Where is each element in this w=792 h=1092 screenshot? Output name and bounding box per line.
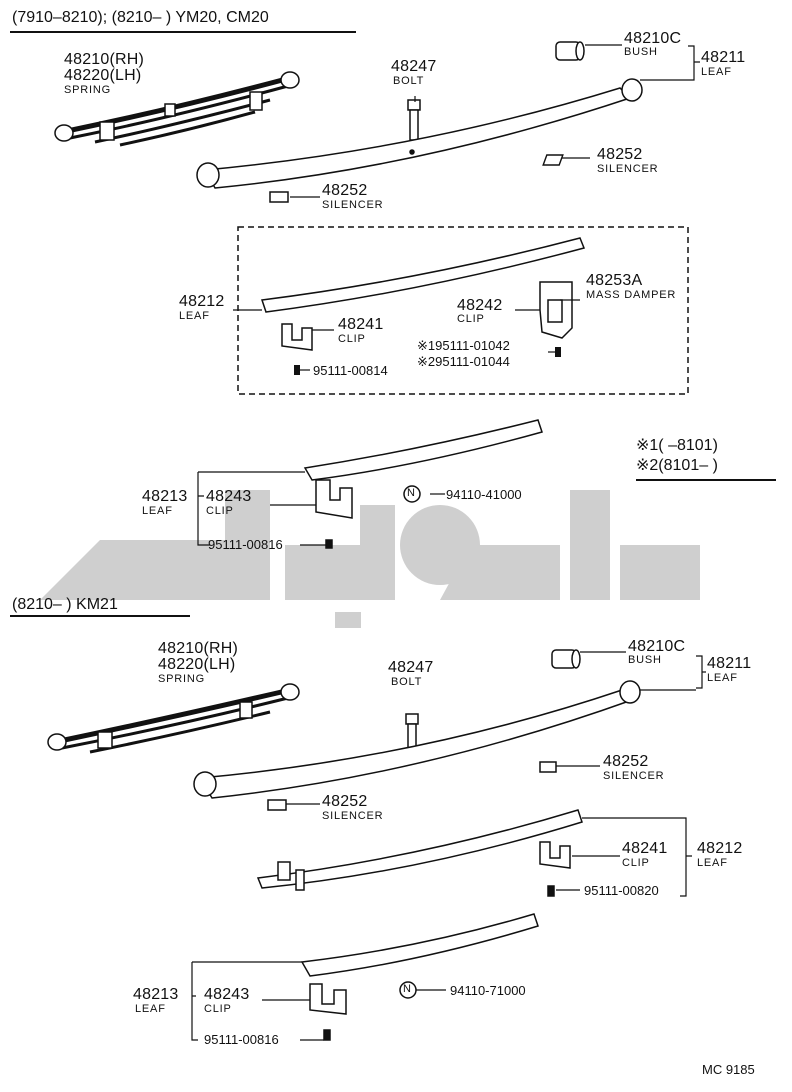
upper-silencer-right-name: SILENCER [597, 163, 659, 175]
upper-leaf-48211-name: LEAF [701, 66, 732, 78]
lower-nut-number: 94110-71000 [450, 983, 526, 998]
upper-spring-name: SPRING [64, 84, 111, 96]
lower-leaf-48213 [300, 913, 539, 1041]
lower-clip-48241-name: CLIP [622, 857, 650, 869]
upper-silencer-right [542, 154, 564, 166]
upper-spring-rh-label: 48210(RH) [64, 51, 145, 68]
upper-mass-damper-name: MASS DAMPER [586, 289, 677, 301]
upper-bolt-number: 48247 [391, 58, 437, 75]
upper-silencer-left-name: SILENCER [322, 199, 384, 211]
upper-leaf-48213-name: LEAF [142, 505, 173, 517]
lower-leaf-48212 [256, 809, 583, 891]
upper-bolt [407, 99, 421, 141]
upper-silencer-left [269, 191, 289, 203]
upper-section-header: (7910–8210); (8210– ) YM20, CM20 [12, 9, 269, 26]
upper-bush-number: 48210C [624, 30, 682, 47]
upper-clip-48242-name: CLIP [457, 313, 485, 325]
lower-bolt [405, 713, 419, 751]
upper-spring-lh-label: 48220(LH) [64, 67, 142, 84]
lower-silencer-left-name: SILENCER [322, 810, 384, 822]
lower-leaf-48213-number: 48213 [133, 986, 179, 1003]
lower-silencer-right [539, 761, 557, 773]
upper-leaf-48212-number: 48212 [179, 293, 225, 310]
upper-clip-48243-name: CLIP [206, 505, 234, 517]
lower-clip-48243-number: 48243 [204, 986, 250, 1003]
upper-silencer-right-number: 48252 [597, 146, 643, 163]
lower-silencer-right-name: SILENCER [603, 770, 665, 782]
lower-clip-48243-name: CLIP [204, 1003, 232, 1015]
lower-spring-assembly [47, 683, 300, 754]
upper-mass-damper-number: 48253A [586, 272, 643, 289]
note-line-1: ※1( –8101) [636, 437, 718, 454]
upper-clip-48242-number: 48242 [457, 297, 503, 314]
upper-bush-name: BUSH [624, 46, 658, 58]
upper-rivet-a: ※195111-01042 [417, 338, 510, 353]
upper-clip-48241-number: 48241 [338, 316, 384, 333]
upper-leaf-48213 [303, 419, 543, 549]
upper-leaf-48212-name: LEAF [179, 310, 210, 322]
lower-bolt-number: 48247 [388, 659, 434, 676]
upper-leaf-48211 [196, 78, 643, 189]
lower-bolt-name: BOLT [391, 676, 423, 688]
upper-nut-symbol: N [407, 487, 416, 499]
upper-clip-48243-number: 48243 [206, 488, 252, 505]
lower-clip-48241-number: 48241 [622, 840, 668, 857]
lower-clip-48241 [539, 841, 571, 897]
lower-silencer-left-number: 48252 [322, 793, 368, 810]
upper-spring-assembly [54, 71, 300, 147]
lower-spring-name: SPRING [158, 673, 205, 685]
upper-clip-48241-name: CLIP [338, 333, 366, 345]
lower-bush-name: BUSH [628, 654, 662, 666]
lower-section-header: (8210– ) KM21 [12, 596, 118, 613]
upper-leaf-48212 [260, 237, 586, 313]
lower-bush [551, 649, 581, 669]
watermark-logo [40, 490, 700, 628]
upper-nut-symbol-circle [403, 485, 421, 503]
lower-leaf-48212-number: 48212 [697, 840, 743, 857]
note-line-2: ※2(8101– ) [636, 457, 718, 474]
lower-leaf-48211-name: LEAF [707, 672, 738, 684]
lower-leaf-48211-number: 48211 [707, 655, 752, 672]
upper-silencer-left-number: 48252 [322, 182, 368, 199]
upper-rivet-c: 95111-00814 [313, 363, 388, 378]
upper-bush [555, 41, 585, 61]
upper-clip-48241 [281, 323, 313, 351]
upper-mass-damper [539, 281, 573, 339]
upper-leaf-48213-number: 48213 [142, 488, 188, 505]
upper-leader-lines [197, 44, 700, 546]
lower-spring-rh-label: 48210(RH) [158, 640, 239, 657]
lower-silencer-left [267, 799, 287, 811]
lower-rivet-d: 95111-00816 [204, 1032, 279, 1047]
upper-rivet-b: ※295111-01044 [417, 354, 510, 369]
lower-leaf-48212-name: LEAF [697, 857, 728, 869]
lower-spring-lh-label: 48220(LH) [158, 656, 236, 673]
upper-bolt-name: BOLT [393, 75, 425, 87]
lower-nut-symbol: N [403, 983, 412, 995]
lower-silencer-right-number: 48252 [603, 753, 649, 770]
lower-nut-symbol-circle [399, 981, 417, 999]
lower-leaf-48213-name: LEAF [135, 1003, 166, 1015]
upper-leaf-48211-number: 48211 [701, 49, 746, 66]
lower-leaf-48211 [193, 680, 641, 799]
upper-rivet-d: 95111-00816 [208, 537, 283, 552]
lower-bush-number: 48210C [628, 638, 686, 655]
diagram-code: MC 9185 [702, 1062, 755, 1077]
upper-nut-number: 94110-41000 [446, 487, 522, 502]
lower-leader-lines [191, 651, 706, 1041]
lower-rivet-a: 95111-00820 [584, 883, 659, 898]
